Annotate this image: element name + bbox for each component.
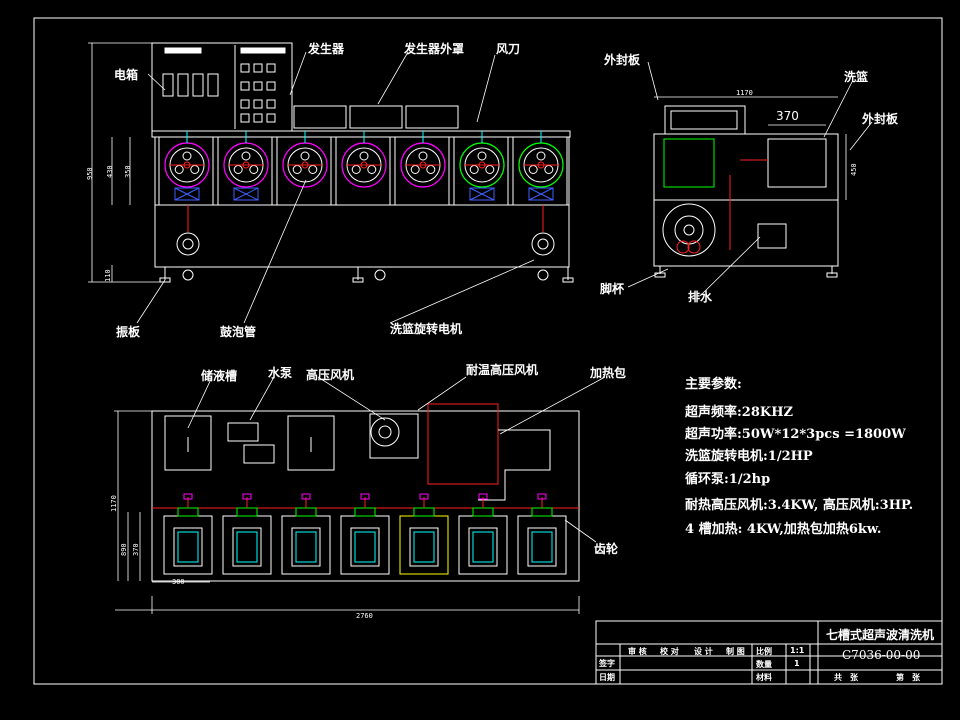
dim-front-foot: 110 — [104, 269, 112, 282]
front-tank — [453, 131, 509, 206]
dim-plan-tank-a: 890 — [120, 543, 128, 556]
side-view — [653, 96, 847, 278]
plan-view — [151, 403, 580, 582]
label-foot-cup: 脚杯 — [600, 282, 625, 296]
title-block-date: 日期 — [599, 673, 615, 682]
dim-plan-tank-w: 300 — [172, 578, 185, 586]
label-basket-motor: 洗篮旋转电机 — [390, 322, 463, 336]
storage-tank-shape — [164, 415, 212, 471]
label-generator: 发生器 — [308, 42, 345, 56]
dim-front-total-h: 950 — [86, 167, 94, 180]
title-block-material-label: 材料 — [756, 673, 772, 682]
title-block — [595, 620, 943, 685]
plan-tank — [281, 493, 331, 575]
title-block-role-review: 审 核 — [628, 647, 647, 656]
title-block-drawing-no: C7036-00-00 — [842, 648, 921, 662]
title-block-sheet-no: 第 张 — [896, 673, 920, 682]
title-block-name: 七槽式超声波清洗机 — [826, 628, 935, 642]
front-dimensions — [88, 42, 160, 283]
dim-side-width: 1170 — [736, 89, 753, 97]
front-tanks — [158, 131, 568, 206]
param-line-5: 耐热高压风机:3.4KW, 高压风机:3HP. — [685, 498, 914, 513]
dim-front-mid: 350 — [124, 165, 132, 178]
label-outer-panel-left: 外封板 — [604, 53, 641, 67]
title-block-role-check: 校 对 — [660, 647, 679, 656]
plan-dimensions — [114, 410, 580, 614]
plan-tank — [163, 493, 213, 575]
front-tank — [512, 131, 568, 206]
plan-tank — [517, 493, 567, 575]
dim-side-h: 450 — [850, 163, 858, 176]
label-outer-panel-right: 外封板 — [862, 112, 899, 126]
dim-plan-depth: 1170 — [110, 495, 118, 512]
title-block-qty-value: 1 — [794, 659, 800, 668]
param-line-4: 循环泵:1/2hp — [685, 472, 771, 487]
front-view — [151, 42, 574, 283]
params-title: 主要参数: — [685, 377, 742, 392]
plan-tank — [458, 493, 508, 575]
param-line-1: 超声频率:28KHZ — [685, 405, 793, 420]
title-block-role-design: 设 计 — [694, 647, 713, 656]
param-line-6: 4 槽加热: 4KW,加热包加热6kw. — [685, 522, 882, 537]
title-block-scale-value: 1:1 — [790, 646, 805, 655]
dim-side-basket: 370 — [776, 109, 799, 123]
label-drain: 排水 — [688, 290, 713, 304]
leader-lines — [136, 51, 873, 543]
param-line-3: 洗篮旋转电机:1/2HP — [685, 449, 813, 464]
front-tank — [394, 131, 450, 206]
label-water-pump: 水泵 — [268, 366, 293, 380]
label-air-knife: 风刀 — [496, 42, 521, 56]
label-ht-hp-blower: 耐温高压风机 — [466, 363, 539, 377]
basket-motors — [176, 205, 555, 256]
label-storage-tank: 储液槽 — [201, 369, 238, 383]
label-heating-pack: 加热包 — [590, 366, 627, 380]
dim-plan-total-w: 2760 — [356, 612, 373, 620]
dim-front-upper: 430 — [106, 165, 114, 178]
front-tank — [158, 131, 214, 206]
title-block-qty-label: 数量 — [756, 660, 772, 669]
title-block-sign: 签字 — [599, 659, 615, 668]
title-block-sheets-total: 共 张 — [834, 673, 858, 682]
label-electric-box: 电箱 — [114, 68, 139, 82]
label-generator-cover: 发生器外罩 — [404, 42, 465, 56]
label-bubble-tube: 鼓泡管 — [220, 325, 257, 339]
title-block-scale-label: 比例 — [756, 647, 772, 656]
title-block-role-draft: 制 图 — [726, 647, 745, 656]
param-line-2: 超声功率:50W*12*3pcs =1800W — [685, 427, 906, 442]
front-tank — [276, 131, 332, 206]
drawing-frame — [33, 17, 943, 685]
label-hp-blower: 高压风机 — [306, 368, 355, 382]
plan-tank — [399, 493, 449, 575]
label-vibration-plate: 振板 — [116, 325, 141, 339]
front-tank — [217, 131, 273, 206]
label-basket: 洗篮 — [844, 70, 869, 84]
dim-plan-tank-b: 370 — [132, 543, 140, 556]
plan-tank — [222, 493, 272, 575]
plan-tanks — [163, 493, 567, 575]
label-gear: 齿轮 — [594, 542, 619, 556]
front-tank — [335, 131, 391, 206]
plan-tank — [340, 493, 390, 575]
